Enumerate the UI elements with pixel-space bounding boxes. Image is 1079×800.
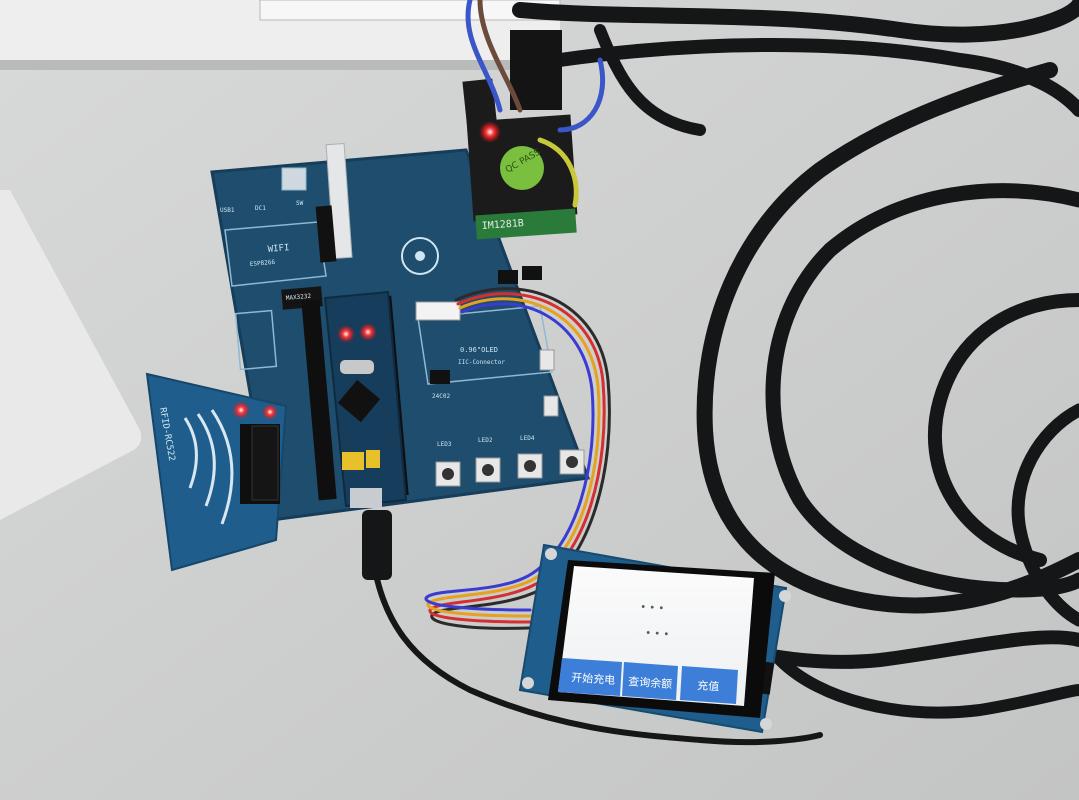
check-balance-label: 查询余额 — [628, 674, 673, 691]
label-led2: LED2 — [478, 437, 493, 444]
screen-button-recharge[interactable]: 充值 — [680, 666, 738, 704]
screen-button-start-charge[interactable]: 开始充电 — [558, 658, 622, 696]
label-eeprom: 24C02 — [432, 393, 450, 400]
recharge-label: 充值 — [697, 678, 720, 694]
led-rfid-2 — [262, 404, 278, 420]
rfid-module: RFID-RC522 — [145, 372, 288, 572]
label-usb: USB1 — [220, 207, 235, 214]
label-sw: SW — [296, 200, 304, 207]
label-led4: LED4 — [520, 435, 535, 442]
label-wifi: WIFI — [267, 243, 289, 255]
led-core-board-2 — [359, 323, 377, 341]
usb-cable — [362, 510, 823, 746]
label-oled: 0.96"OLED — [460, 346, 498, 354]
touch-screen-module: • • • • • • 开始充电 查询余额 充值 — [518, 543, 791, 734]
led-core-board-1 — [337, 325, 355, 343]
black-cables — [512, 0, 1079, 719]
label-max: MAX3232 — [286, 293, 312, 302]
label-esp: ESP8266 — [250, 259, 276, 268]
touch-screen-display: • • • • • • 开始充电 查询余额 充值 — [558, 566, 754, 706]
label-connector: IIC-Connector — [458, 359, 505, 366]
power-module-label: IM1281B — [481, 218, 524, 232]
label-led3: LED3 — [437, 441, 452, 448]
led-power-module — [479, 121, 501, 143]
ac-wires — [465, 0, 606, 208]
label-dc: DC1 — [255, 205, 266, 212]
screen-line-1: • • • — [640, 602, 665, 615]
screen-line-2: • • • — [645, 628, 670, 641]
red-leds — [232, 121, 501, 420]
board-buttons — [435, 449, 585, 487]
shelf-edge — [0, 0, 561, 70]
paper-sheet — [0, 190, 142, 520]
main-board: WIFI ESP8266 USB1 DC1 SW MAX3232 0.96"OL… — [210, 142, 591, 522]
start-charge-label: 开始充电 — [571, 670, 616, 687]
led-rfid-1 — [232, 401, 250, 419]
screen-button-check-balance[interactable]: 查询余额 — [622, 662, 678, 700]
